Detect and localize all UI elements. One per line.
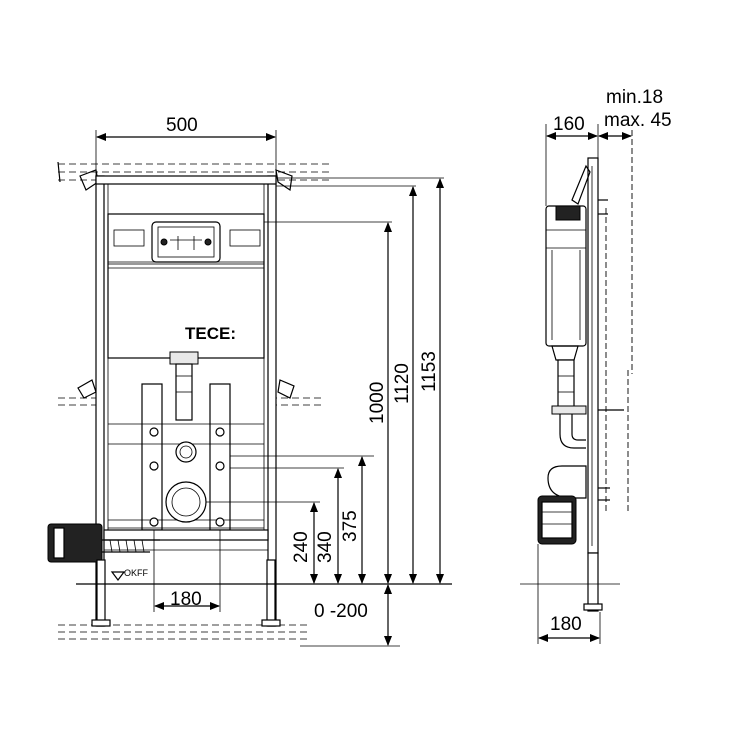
floor-label: OKFF <box>124 568 149 578</box>
svg-text:500: 500 <box>166 115 198 136</box>
svg-text:340: 340 <box>315 531 336 563</box>
svg-text:0 -200: 0 -200 <box>314 601 368 622</box>
svg-text:375: 375 <box>340 510 361 542</box>
side-depth-dimension: 160 min.18 max. 45 <box>545 87 672 206</box>
drain-pipe <box>47 523 160 563</box>
outlet-spacing-dimension: 180 <box>153 530 221 612</box>
svg-text:1153: 1153 <box>419 351 440 392</box>
side-view: 160 min.18 max. 45 180 <box>520 87 672 644</box>
svg-text:180: 180 <box>550 614 582 635</box>
svg-text:1120: 1120 <box>392 363 413 404</box>
svg-text:160: 160 <box>553 114 585 135</box>
wall-max-label: max. 45 <box>604 110 672 131</box>
side-waste-elbow <box>547 465 587 499</box>
water-inlet <box>175 441 197 463</box>
width-dimension: 500 <box>95 115 277 176</box>
flush-pipe <box>169 351 199 365</box>
frame-legs <box>91 559 281 627</box>
wc-mounting-bracket <box>108 383 264 531</box>
wall-min-label: min.18 <box>606 87 663 108</box>
svg-text:240: 240 <box>291 531 312 563</box>
svg-text:1000: 1000 <box>367 382 388 424</box>
frame-right-post <box>267 175 277 627</box>
wall-panel <box>587 157 599 554</box>
brand-logo-text: TECE: <box>185 324 236 343</box>
side-bottom-dimension: 180 <box>537 544 601 644</box>
front-view: TECE: <box>47 115 452 647</box>
floor-band <box>58 624 310 640</box>
leg-range-dimension: 0 -200 <box>314 584 392 646</box>
height-dimensions: 240 340 375 1000 1120 1153 <box>291 178 444 584</box>
flush-plate-opening <box>151 221 221 263</box>
svg-text:180: 180 <box>170 589 202 610</box>
